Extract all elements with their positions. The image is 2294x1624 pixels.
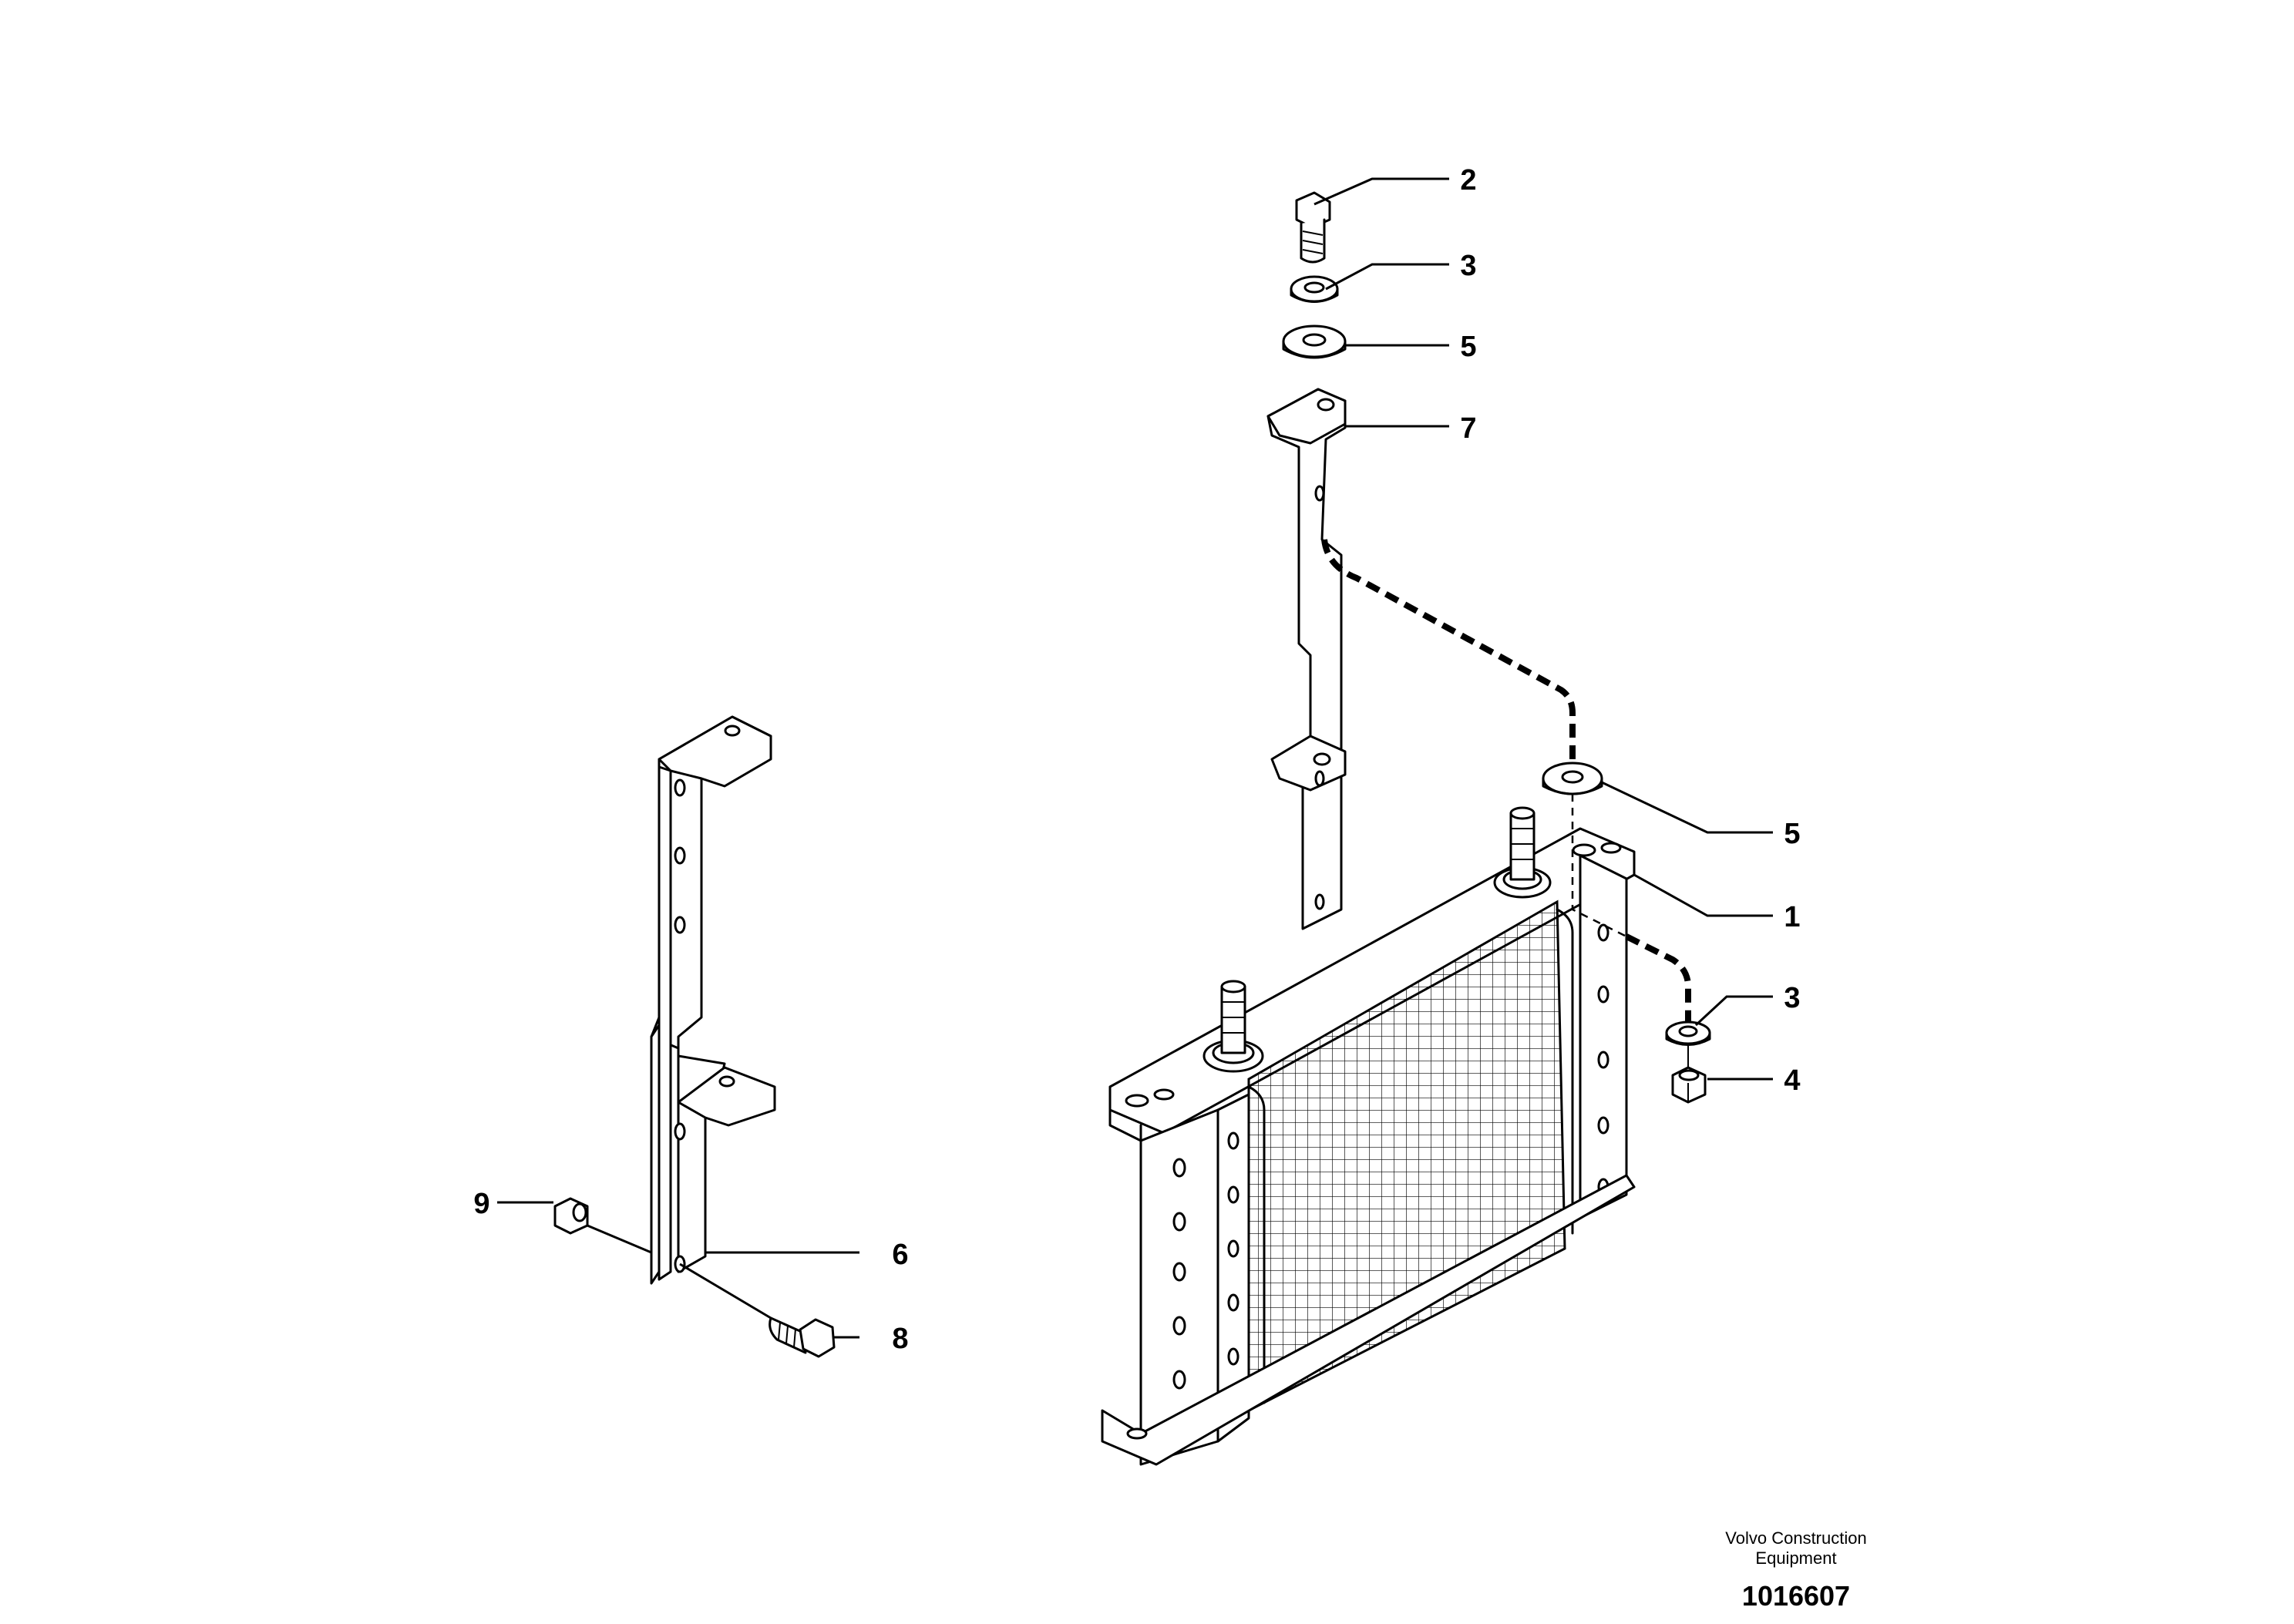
washer-5-top	[1282, 324, 1347, 359]
callout-2: 2	[1460, 164, 1476, 197]
callout-6: 6	[892, 1239, 908, 1271]
cooler-pipe-right	[1493, 806, 1552, 899]
nut-9	[553, 1197, 589, 1235]
bolt-8	[769, 1316, 836, 1358]
washer-5-right	[1542, 762, 1603, 795]
oil-cooler-1	[1101, 806, 1636, 1466]
callout-5: 5	[1460, 331, 1476, 363]
nut-4	[1671, 1066, 1707, 1104]
callout-7: 7	[1460, 412, 1476, 445]
callout-9: 9	[473, 1188, 489, 1220]
callout-numbers: 2 3 5 7 5 1 3 4 9 6 8	[473, 164, 1800, 1355]
callout-8: 8	[892, 1323, 908, 1355]
callout-1: 1	[1784, 901, 1800, 933]
bracket-6	[650, 715, 776, 1285]
cooler-pipe-left	[1202, 980, 1264, 1073]
footer: Volvo Construction Equipment 1016607	[1725, 1528, 1866, 1612]
callout-4: 4	[1784, 1064, 1800, 1097]
brand-line-1: Volvo Construction	[1725, 1528, 1866, 1548]
leader-lines	[497, 177, 1773, 1339]
drawing-number: 1016607	[1742, 1580, 1850, 1612]
washer-3-top	[1290, 275, 1339, 303]
assembly-paths	[1321, 539, 1691, 1068]
bracket-7	[1266, 388, 1347, 930]
brand-line-2: Equipment	[1755, 1548, 1836, 1568]
callout-3: 3	[1784, 982, 1800, 1014]
callout-5: 5	[1784, 818, 1800, 850]
bolt-2	[1295, 191, 1331, 264]
washer-3-right	[1665, 1020, 1711, 1046]
callout-3: 3	[1460, 250, 1476, 282]
